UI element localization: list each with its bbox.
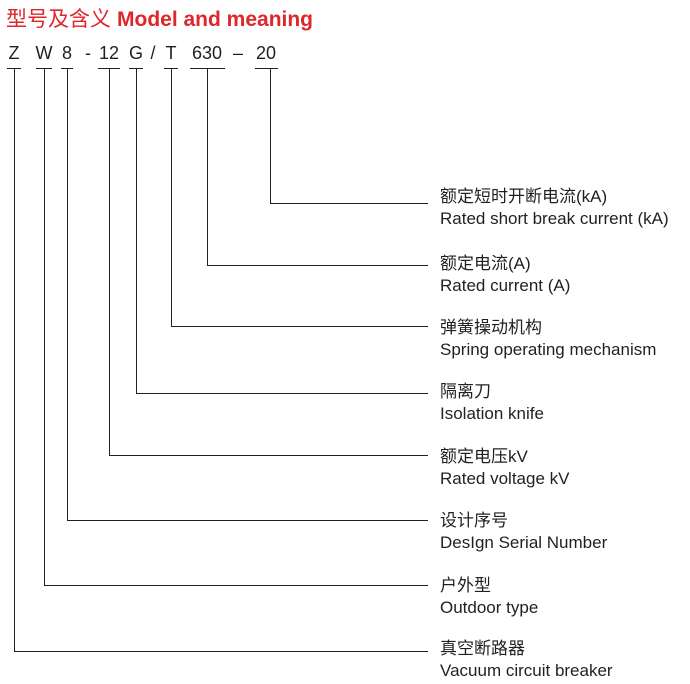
code-char-dash: -	[85, 43, 91, 63]
connector-design-serial	[67, 68, 428, 521]
label-en: Rated voltage kV	[440, 469, 570, 488]
code-char-endash: –	[232, 43, 244, 63]
connector-isolation-knife	[136, 68, 428, 394]
connector-rated-short-break-current	[270, 68, 428, 204]
label-rated-voltage: 额定电压kV Rated voltage kV	[440, 446, 569, 490]
label-zh: 额定电流(A)	[440, 254, 531, 273]
label-en: Outdoor type	[440, 598, 539, 617]
connector-outdoor-type	[44, 68, 428, 586]
code-char-12: 12	[98, 43, 120, 63]
label-spring-mechanism: 弹簧操动机构 Spring operating mechanism	[440, 317, 656, 361]
code-char-z: Z	[8, 43, 20, 63]
label-zh: 弹簧操动机构	[440, 318, 542, 337]
page-title: 型号及含义 Model and meaning	[6, 6, 313, 34]
code-char-630: 630	[191, 43, 223, 63]
label-zh: 隔离刀	[440, 382, 491, 401]
label-en: DesIgn Serial Number	[440, 533, 608, 552]
label-zh: 额定电压kV	[440, 447, 528, 466]
label-zh: 设计序号	[440, 511, 508, 530]
label-rated-current: 额定电流(A) Rated current (A)	[440, 253, 570, 297]
code-char-20: 20	[255, 43, 277, 63]
connector-vacuum-breaker	[14, 68, 428, 652]
label-en: Rated current (A)	[440, 276, 571, 295]
label-en: Spring operating mechanism	[440, 340, 657, 359]
title-zh: 型号及含义	[6, 8, 111, 31]
label-zh: 户外型	[440, 576, 491, 595]
label-outdoor-type: 户外型 Outdoor type	[440, 575, 538, 619]
code-char-8: 8	[61, 43, 73, 63]
code-char-slash: /	[150, 43, 156, 63]
label-zh: 额定短时开断电流(kA)	[440, 187, 608, 206]
label-en: Rated short break current (kA)	[440, 209, 669, 228]
code-char-t: T	[165, 43, 177, 63]
title-en: Model and meaning	[117, 8, 314, 31]
connector-rated-voltage	[109, 68, 428, 456]
connector-rated-current	[207, 68, 428, 266]
connector-spring-mechanism	[171, 68, 428, 327]
code-char-g: G	[128, 43, 144, 63]
label-zh: 真空断路器	[440, 639, 525, 658]
label-en: Vacuum circuit breaker	[440, 661, 613, 680]
label-rated-short-break-current: 额定短时开断电流(kA) Rated short break current (…	[440, 186, 669, 230]
code-char-w: W	[35, 43, 53, 63]
label-isolation-knife: 隔离刀 Isolation knife	[440, 381, 544, 425]
label-design-serial: 设计序号 DesIgn Serial Number	[440, 510, 607, 554]
label-vacuum-breaker: 真空断路器 Vacuum circuit breaker	[440, 638, 613, 682]
label-en: Isolation knife	[440, 404, 544, 423]
